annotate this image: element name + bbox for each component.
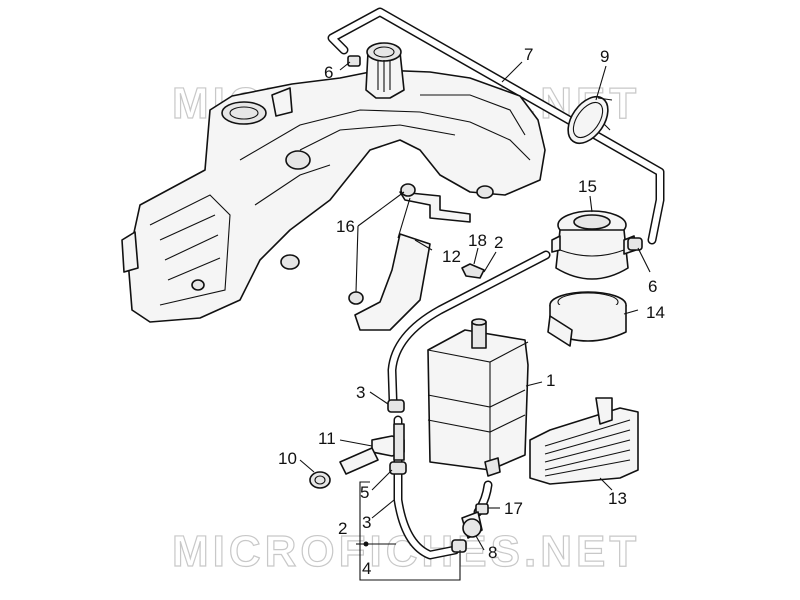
filter-10 [309, 447, 379, 489]
valve-holder-14 [547, 291, 627, 347]
charcoal-canister-1 [427, 318, 529, 477]
callout-4: 4 [362, 559, 371, 578]
canister-holder-13 [529, 397, 639, 485]
lower-hoses [393, 415, 493, 560]
vent-tube-7 [327, 7, 665, 245]
clip-18 [461, 263, 485, 279]
callout-12: 12 [442, 247, 461, 266]
callout-13: 13 [608, 489, 627, 508]
hose-clip-6-top [347, 55, 361, 67]
band-clamp-9 [567, 96, 613, 144]
hose-clip-3-upper [387, 399, 405, 413]
callout-11: 11 [318, 429, 336, 448]
support-bracket-16 [348, 183, 471, 331]
callout-labels: 7 9 6 15 16 12 18 2 6 14 1 3 11 10 5 2 3… [278, 45, 665, 578]
callout-17: 17 [504, 499, 523, 518]
callout-1: 1 [546, 371, 555, 390]
callout-8: 8 [488, 543, 497, 562]
callout-9: 9 [600, 47, 609, 66]
fuel-tank [121, 69, 546, 323]
callout-15: 15 [578, 177, 597, 196]
filler-cap [365, 42, 405, 99]
callout-2-lower: 2 [338, 519, 347, 538]
check-valve-8 [461, 511, 483, 539]
callout-3-lower: 3 [362, 513, 371, 532]
fitting-17 [475, 503, 489, 515]
t-fitting-11 [371, 423, 405, 461]
leader-lines [299, 61, 651, 581]
hose-clip-4 [451, 539, 467, 553]
callout-10: 10 [278, 449, 297, 468]
callout-14: 14 [646, 303, 665, 322]
hose-clip-5 [389, 461, 407, 475]
callout-7: 7 [524, 45, 533, 64]
hose-clip-6-right [627, 237, 643, 251]
callout-16: 16 [336, 217, 355, 236]
valve-15 [551, 210, 637, 280]
callout-6-right: 6 [648, 277, 657, 296]
callout-6-top: 6 [324, 63, 333, 82]
callout-3-upper: 3 [356, 383, 365, 402]
callout-5: 5 [360, 483, 369, 502]
callout-2-upper: 2 [494, 233, 503, 252]
hose-2 [387, 250, 551, 405]
callout-18: 18 [468, 231, 487, 250]
